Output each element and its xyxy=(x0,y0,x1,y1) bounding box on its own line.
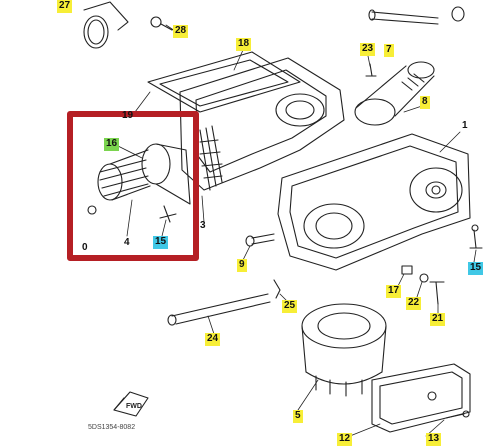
hose-clip-part xyxy=(368,6,465,25)
callout-25: 25 xyxy=(282,300,298,313)
crankcase-cover-part xyxy=(277,133,471,271)
filter-cover-part xyxy=(371,363,471,433)
callout-13: 13 xyxy=(426,433,442,446)
fwd-label: FWD xyxy=(126,403,142,410)
screw-13-part xyxy=(445,410,470,419)
callout-7: 7 xyxy=(384,44,394,57)
fwd-arrow-icon xyxy=(113,391,149,417)
callout-9: 9 xyxy=(237,259,247,272)
callout-28: 28 xyxy=(173,25,189,38)
callout-1: 1 xyxy=(462,120,468,131)
bolt-21-part xyxy=(429,281,445,305)
bolt-15-part xyxy=(469,224,483,249)
intake-duct-part xyxy=(354,61,435,126)
leader-lines xyxy=(117,24,477,437)
callout-5: 5 xyxy=(293,410,303,423)
callout-0: 0 xyxy=(82,242,88,253)
round-filter-part xyxy=(301,303,387,397)
callout-24: 24 xyxy=(205,333,221,346)
bolt-9-part xyxy=(245,233,275,247)
bolt-23-part xyxy=(365,63,377,77)
callout-15-box: 15 xyxy=(153,236,169,249)
intake-joint-part xyxy=(87,143,191,223)
washer-22-part xyxy=(419,273,429,283)
callout-4: 4 xyxy=(124,237,130,248)
callout-16: 16 xyxy=(104,138,120,151)
callout-22: 22 xyxy=(406,297,422,310)
callout-8: 8 xyxy=(420,96,430,109)
callout-12: 12 xyxy=(337,433,353,446)
callout-27: 27 xyxy=(57,0,73,13)
highlight-box xyxy=(67,111,199,261)
drain-hose-part xyxy=(167,293,271,326)
callout-15-right: 15 xyxy=(468,262,484,275)
screw-28-part xyxy=(150,16,173,31)
filter-element-part xyxy=(147,51,301,113)
callout-17: 17 xyxy=(386,285,402,298)
callout-18: 18 xyxy=(236,38,252,51)
clip-25-part xyxy=(273,279,281,299)
callout-19: 19 xyxy=(122,110,134,121)
part-code: 5DS1354-8082 xyxy=(88,424,136,431)
callout-23: 23 xyxy=(360,43,376,56)
callout-3: 3 xyxy=(200,220,206,231)
bolt-17-part xyxy=(401,265,413,275)
callout-21: 21 xyxy=(430,313,446,326)
clip-ring-part xyxy=(83,1,129,49)
air-cleaner-case-part xyxy=(179,57,345,191)
